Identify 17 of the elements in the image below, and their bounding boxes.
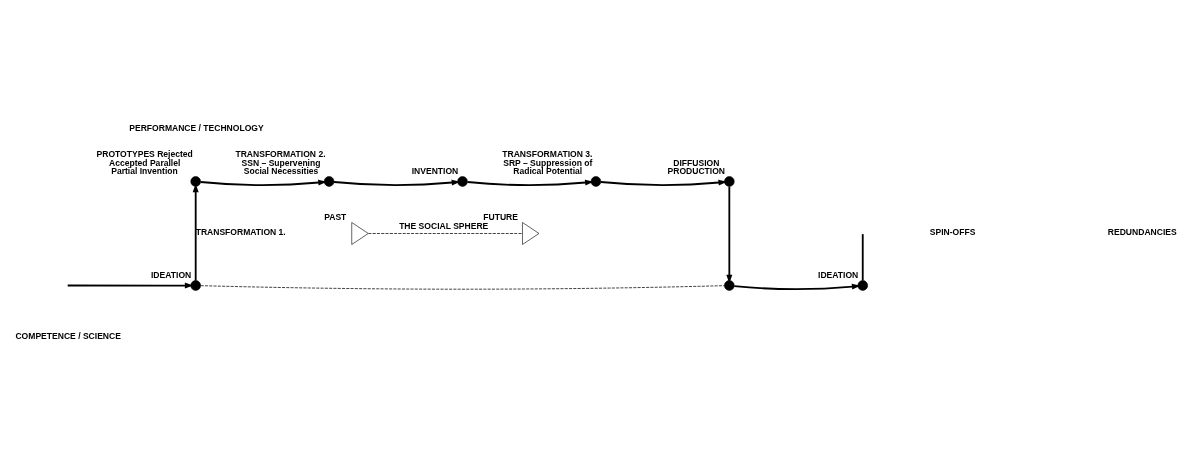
node-label: DIFFUSION [673, 157, 720, 168]
node-label: TRANSFORMATION 2. [235, 148, 326, 159]
node-label: PAST [324, 211, 347, 222]
label: SPIN-OFFS [929, 226, 976, 237]
node-label: TRANSFORMATION 3. [502, 148, 593, 159]
node-label: SSN – Supervening Social Necessities [241, 157, 321, 176]
node-label: IDEATION [818, 269, 859, 280]
node-label: PRODUCTION [667, 165, 725, 176]
node-label: SRP – Suppression of Radical Potential [503, 157, 593, 176]
edge-label: THE SOCIAL SPHERE [399, 220, 489, 231]
node-label: FUTURE [483, 211, 518, 222]
label: REDUNDANCIES [1107, 226, 1177, 237]
label: PERFORMANCE / TECHNOLOGY [129, 122, 264, 133]
node-label: PROTOTYPES Rejected Accepted Parallel Partial Invention [96, 148, 193, 176]
node-label: IDEATION [151, 269, 192, 280]
label: COMPETENCE / SCIENCE [15, 330, 121, 341]
node-label: INVENTION [411, 165, 459, 176]
